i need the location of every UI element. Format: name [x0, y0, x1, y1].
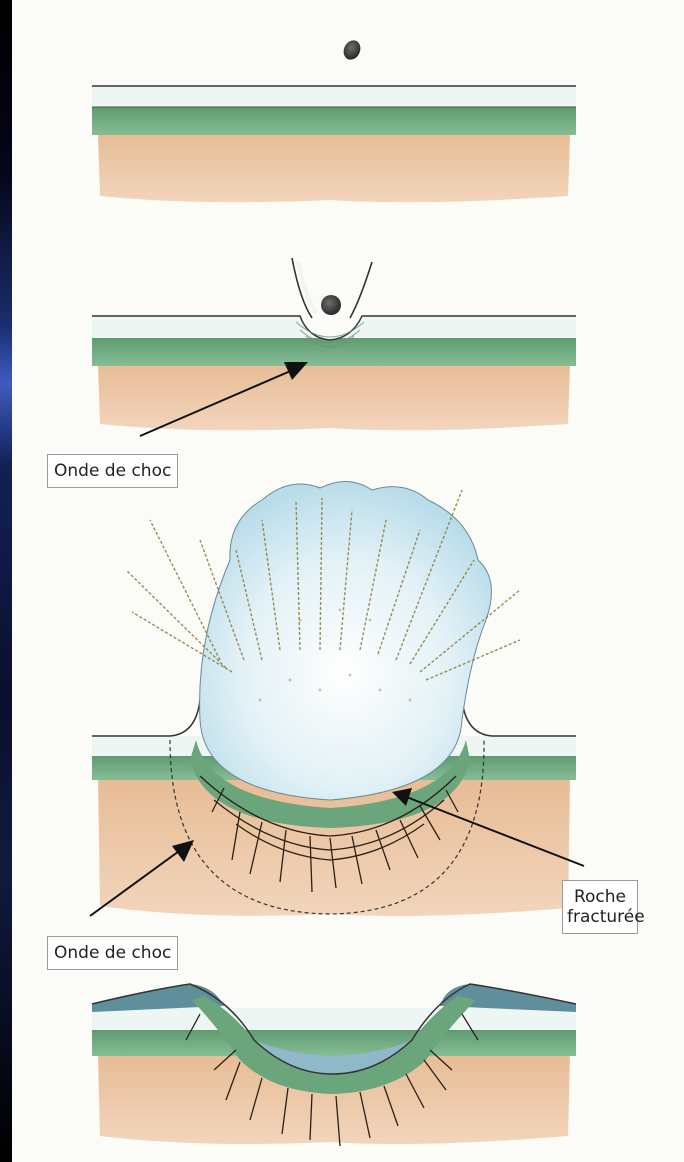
ejecta-cloud	[200, 481, 492, 800]
stage-1-white-layer	[92, 86, 576, 107]
meteorite-icon	[321, 295, 341, 315]
stage-1-approach	[92, 38, 576, 203]
stage-2-contact	[92, 258, 576, 436]
stage-4-white-layer	[92, 1008, 576, 1030]
stage-1-soil-layer	[98, 134, 570, 202]
fractured-rock-label-line-1: Roche	[567, 887, 633, 907]
stage-2-soil-layer	[98, 364, 570, 430]
shock-wave-label-stage-2: Onde de choc	[47, 454, 178, 488]
shock-wave-label-stage-3: Onde de choc	[47, 936, 178, 970]
stage-1-green-layer	[92, 107, 576, 135]
stage-4-green-layer	[92, 1030, 576, 1056]
fractured-rock-label: Roche fracturée	[562, 880, 638, 934]
stage-2-green-layer	[92, 338, 576, 366]
stage-3-excavation	[90, 481, 584, 916]
meteorite-icon	[341, 38, 364, 63]
stage-4-final-crater	[92, 984, 576, 1146]
fractured-rock-label-line-2: fracturée	[567, 907, 633, 927]
